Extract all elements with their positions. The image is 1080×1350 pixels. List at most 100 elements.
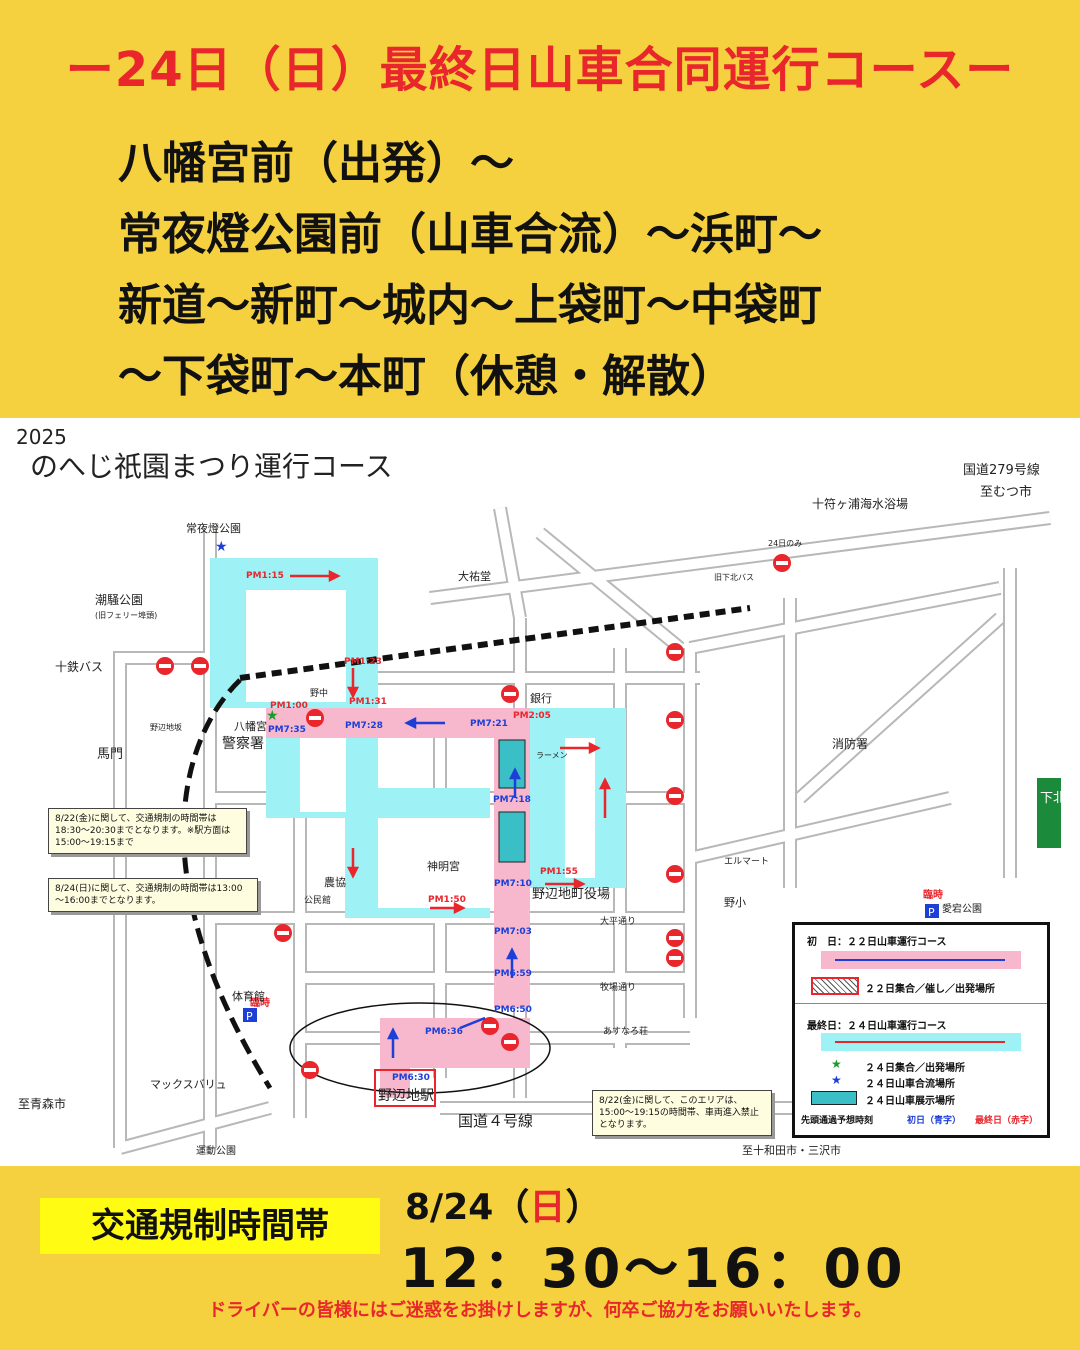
time-label: PM1:23 xyxy=(344,657,382,667)
merge-star-icon: ★ xyxy=(215,539,228,555)
route-line-4: ～下袋町～本町（休憩・解散） xyxy=(118,351,734,402)
legend-hatch-swatch xyxy=(811,977,859,995)
place-route4: 国道４号線 xyxy=(458,1112,533,1130)
traffic-note-station: 8/22(金)に関して、このエリアは、15:00～19:15の時間帯、車両進入禁… xyxy=(592,1090,772,1136)
regulation-time: 12：30～16：00 xyxy=(400,1237,907,1300)
legend-red-arrow-icon xyxy=(835,1041,1005,1043)
parking-icon-atago xyxy=(925,904,939,918)
time-label: PM6:59 xyxy=(494,969,532,979)
parking-temp-label: 臨時 xyxy=(923,888,943,901)
parking-icon-gym xyxy=(243,1008,257,1022)
traffic-note-0824: 8/24(日)に関して、交通規制の時間帯は13:00～16:00までとなります。 xyxy=(48,878,258,912)
place-makibadori: 牧場通り xyxy=(600,981,636,993)
legend-display24: ２４日山車展示場所 xyxy=(865,1096,955,1107)
legend-display-swatch xyxy=(811,1091,857,1105)
legend-final: 最終日：２４日山車運行コース xyxy=(807,1021,947,1032)
legend-merge24: ２４日山車合流場所 xyxy=(865,1079,955,1090)
first-day-arrows xyxy=(386,716,522,1058)
time-label: PM6:50 xyxy=(494,1005,532,1015)
place-joyato: 常夜燈公園 xyxy=(186,521,241,535)
route-line-2: 常夜燈公園前（山車合流）～浜町～ xyxy=(118,209,822,260)
legend-timing: 先頭通過予想時刻 xyxy=(801,1116,874,1126)
time-label: PM1:55 xyxy=(540,867,578,877)
place-nosho: 野小 xyxy=(724,896,746,909)
station-area-ellipse xyxy=(289,1002,551,1094)
place-atago-park: 愛宕公園 xyxy=(942,902,982,915)
apology-text: ドライバーの皆様にはご迷惑をお掛けしますが、何卒ご協力をお願いいたします。 xyxy=(208,1300,872,1321)
place-umazawa: 馬門 xyxy=(97,747,123,762)
route-line-3: 新道～新町～城内～上袋町～中袋町 xyxy=(118,280,822,331)
place-old-ferry: (旧フェリー埠頭) xyxy=(95,610,157,620)
regulation-day: 日 xyxy=(529,1187,566,1228)
shimokita-road-sign xyxy=(1037,778,1061,848)
regulation-day-open: （ xyxy=(493,1187,530,1228)
display-areas xyxy=(498,739,526,863)
map-year: 2025 xyxy=(16,425,67,449)
no-entry-icons xyxy=(156,554,791,1079)
place-bank: 銀行 xyxy=(530,691,552,705)
legend-blue-star-icon: ★ xyxy=(831,1073,842,1087)
place-nokyo: 農協 xyxy=(324,875,346,889)
time-label: PM7:18 xyxy=(493,795,531,805)
place-taiheidori: 大平通り xyxy=(600,915,636,927)
place-route279: 国道279号線 xyxy=(963,462,1040,478)
regulation-label: 交通規制時間帯 xyxy=(40,1198,380,1254)
time-label: PM1:50 xyxy=(428,895,466,905)
place-shiosai: 潮騒公園 xyxy=(95,592,143,607)
time-label: PM1:00 xyxy=(270,701,308,711)
place-nonaka: 野中 xyxy=(310,687,328,699)
time-label: PM2:05 xyxy=(513,711,551,721)
place-nohejizaka: 野辺地坂 xyxy=(150,722,182,732)
place-ramen: ラーメン xyxy=(536,751,568,760)
legend-green-star-icon: ★ xyxy=(831,1057,842,1071)
legend-meet24: ２４日集合／出発場所 xyxy=(865,1063,965,1074)
place-jufugaura: 十符ヶ浦海水浴場 xyxy=(812,496,908,511)
place-gym: 体育館 xyxy=(232,989,265,1003)
legend-timing-first: 初日（青字） xyxy=(907,1116,962,1126)
place-juutetsu-bus: 十鉄バス xyxy=(55,659,103,674)
parking-p-atago: P xyxy=(928,906,935,919)
meet-star-icon: ★ xyxy=(266,708,279,724)
place-police: 警察署 xyxy=(222,735,264,752)
route-map: ★ ★ P P 臨時 臨時 2025 のへじ祇園まつり運行コース 常夜燈公園 潮… xyxy=(0,418,1080,1166)
time-label: PM1:15 xyxy=(246,571,284,581)
legend-blue-arrow-icon xyxy=(835,959,1005,961)
place-station: 野辺地駅 xyxy=(378,1088,434,1104)
place-asunaro: あすなろ荘 xyxy=(603,1026,648,1037)
regulation-section: 交通規制時間帯 8/24（日） 12：30～16：00 ドライバーの皆様にはご迷… xyxy=(0,1166,1080,1350)
place-kyushimokita-bus: 旧下北バス xyxy=(714,573,754,582)
route-line-1: 八幡宮前（出発）～ xyxy=(118,138,514,189)
header-title: ー24日（日）最終日山車合同運行コースー xyxy=(65,42,1015,98)
time-label: PM6:30 xyxy=(392,1073,430,1083)
parking-temp-label-gym: 臨時 xyxy=(250,996,270,1009)
place-max-valu: マックスバリュ xyxy=(150,1078,227,1091)
time-label: PM7:10 xyxy=(494,879,532,889)
place-mutsu: 至むつ市 xyxy=(980,484,1032,500)
place-lmart: エルマート xyxy=(724,857,769,867)
place-undokoen: 運動公園 xyxy=(196,1144,236,1157)
traffic-note-0822: 8/22(金)に関して、交通規制の時間帯は18:30～20:30までとなります。… xyxy=(48,808,247,854)
place-daikokudo: 大祐堂 xyxy=(458,569,491,583)
legend-timing-last: 最終日（赤字） xyxy=(975,1116,1039,1126)
railway-line xyxy=(239,605,751,681)
place-fire-station: 消防署 xyxy=(832,736,868,751)
time-label: PM7:35 xyxy=(268,725,306,735)
place-kouminkan: 公民館 xyxy=(304,894,331,906)
regulation-date: 8/24（日） xyxy=(405,1178,601,1230)
legend-day1: 初 日：２２日山車運行コース xyxy=(807,937,947,948)
time-label: PM6:36 xyxy=(425,1027,463,1037)
place-town-office: 野辺地町役場 xyxy=(532,887,610,902)
route-description: 八幡宮前（出発）～ 常夜燈公園前（山車合流）～浜町～ 新道～新町～城内～上袋町～… xyxy=(118,128,1018,412)
place-only24: 24日のみ xyxy=(768,539,802,548)
map-legend: 初 日：２２日山車運行コース ２２日集合／催し／出発場所 最終日：２４日山車運行… xyxy=(792,922,1050,1138)
parking-p-gym: P xyxy=(246,1010,253,1023)
map-title: のへじ祇園まつり運行コース xyxy=(30,450,393,483)
legend-day1-meet: ２２日集合／催し／出発場所 xyxy=(865,984,995,995)
time-label: PM7:21 xyxy=(470,719,508,729)
place-aomori: 至青森市 xyxy=(18,1096,66,1111)
time-label: PM1:31 xyxy=(349,697,387,707)
regulation-date-value: 8/24 xyxy=(405,1187,494,1228)
place-hachimangu: 八幡宮 xyxy=(234,719,267,733)
final-day-arrows xyxy=(290,569,612,915)
place-shimokita-road: 下北道 xyxy=(1040,791,1079,806)
